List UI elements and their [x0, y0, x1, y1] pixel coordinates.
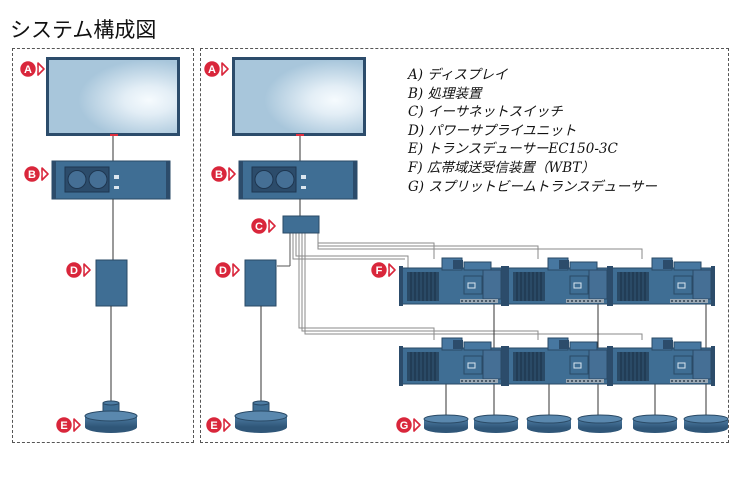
legend-item-a: A) ディスプレイ [408, 67, 508, 83]
left-display [46, 57, 180, 136]
wbt-unit-3 [608, 257, 716, 307]
right-display [232, 57, 366, 136]
left-label-d-text: D [70, 265, 78, 277]
left-label-a: A [18, 59, 45, 79]
wbt-unit-1 [398, 257, 506, 307]
legend: A) ディスプレイ B) 処理装置 C) イーサネットスイッチ D) パワーサプ… [408, 66, 657, 196]
split-beam-transducer-1 [423, 414, 469, 434]
left-label-e-text: E [60, 420, 67, 432]
left-power-supply [95, 259, 128, 307]
left-system-frame [12, 48, 194, 443]
wbt-unit-6 [608, 337, 716, 387]
left-transducer [84, 400, 138, 433]
right-label-f-text: F [376, 265, 383, 277]
left-processing-unit [51, 160, 171, 200]
right-label-f: F [369, 260, 396, 280]
right-processing-unit [238, 160, 358, 200]
legend-item-g: G) スプリットビームトランスデューサー [408, 178, 657, 195]
right-system-frame [200, 48, 729, 443]
wbt-unit-2 [504, 257, 612, 307]
right-label-e: E [204, 415, 231, 435]
right-label-a-text: A [208, 64, 216, 76]
right-label-g: G [394, 415, 421, 435]
right-label-b-text: B [215, 169, 223, 181]
left-label-e: E [54, 415, 81, 435]
right-label-g-text: G [400, 420, 409, 432]
split-beam-transducer-6 [683, 414, 729, 434]
split-beam-transducer-3 [526, 414, 572, 434]
wbt-unit-4 [398, 337, 506, 387]
split-beam-transducer-4 [577, 414, 623, 434]
right-transducer [234, 400, 288, 433]
legend-item-b: B) 処理装置 [408, 85, 482, 102]
left-label-b: B [22, 164, 49, 184]
ethernet-cables [292, 227, 643, 340]
legend-item-c: C) イーサネットスイッチ [408, 104, 563, 121]
right-label-e-text: E [210, 420, 217, 432]
left-label-d: D [64, 260, 91, 280]
right-label-d: D [213, 260, 240, 280]
right-power-supply [244, 259, 277, 307]
legend-item-d: D) パワーサプライユニット [408, 122, 577, 139]
left-label-b-text: B [28, 169, 36, 181]
legend-item-e: E) トランスデューサーEC150-3C [408, 141, 618, 158]
ethernet-switch [282, 215, 320, 234]
right-label-c: C [249, 216, 276, 236]
split-beam-transducer-2 [473, 414, 519, 434]
right-label-d-text: D [219, 265, 227, 277]
right-label-c-text: C [255, 221, 263, 233]
diagram-title: システム構成図 [10, 18, 157, 42]
left-label-a-text: A [24, 64, 32, 76]
split-beam-transducer-5 [632, 414, 678, 434]
legend-item-f: F) 広帯域送受信装置（WBT） [408, 159, 595, 176]
right-label-a: A [202, 59, 229, 79]
right-label-b: B [209, 164, 236, 184]
wbt-unit-5 [504, 337, 612, 387]
